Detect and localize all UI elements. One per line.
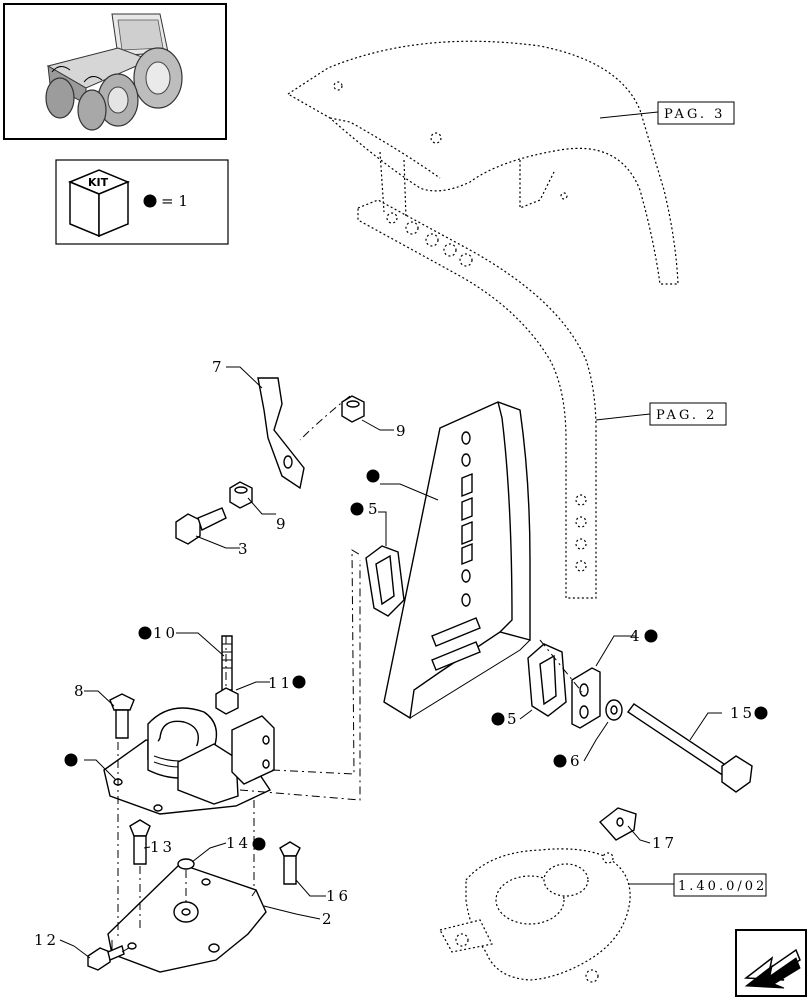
label-part-15[interactable]: 15 bbox=[730, 704, 755, 722]
reference-pag3[interactable]: PAG. 3 bbox=[599, 101, 735, 125]
part-7-plate bbox=[257, 377, 305, 490]
reference-pag3-label: PAG. 3 bbox=[664, 107, 725, 122]
bracket-ghost bbox=[357, 151, 597, 599]
part-9-nut-lower bbox=[229, 481, 253, 509]
part-9-nut-upper bbox=[341, 395, 365, 423]
part-15-long-bolt bbox=[626, 703, 753, 793]
part-8-bolt bbox=[109, 693, 135, 739]
kit-legend: KIT = 1 bbox=[55, 159, 229, 245]
part-5-clip-lower bbox=[527, 643, 567, 717]
label-part-5-lower[interactable]: 5 bbox=[507, 710, 517, 728]
leader-lines bbox=[59, 366, 722, 959]
part-5-clip-upper bbox=[365, 545, 405, 617]
tractor-thumbnail-icon bbox=[45, 13, 183, 131]
kit-cube-icon: KIT bbox=[68, 169, 130, 238]
label-part-10[interactable]: 10 bbox=[153, 624, 178, 642]
label-part-9-lower[interactable]: 9 bbox=[276, 515, 286, 533]
reference-pag2[interactable]: PAG. 2 bbox=[595, 402, 727, 426]
label-part-4[interactable]: 4 bbox=[630, 627, 640, 645]
kit-badge-text: KIT bbox=[88, 176, 109, 189]
part-12-fitting bbox=[87, 945, 125, 971]
part-14-washer bbox=[177, 858, 195, 870]
part-17-bracket bbox=[598, 807, 637, 841]
navigation-button[interactable] bbox=[735, 929, 807, 997]
label-part-6[interactable]: 6 bbox=[570, 752, 580, 770]
label-part-14[interactable]: 14 bbox=[226, 834, 251, 852]
part-labels: 7 9 9 3 5 10 11 8 4 15 5 6 13 14 17 16 2… bbox=[34, 358, 755, 949]
label-part-12[interactable]: 12 bbox=[34, 931, 59, 949]
filled-dot-icon bbox=[143, 194, 157, 208]
reference-group[interactable]: 1.40.0/02 bbox=[618, 873, 767, 897]
kit-markers bbox=[64, 469, 768, 851]
reference-group-label: 1.40.0/02 bbox=[678, 879, 767, 894]
label-part-2[interactable]: 2 bbox=[322, 910, 332, 928]
kit-legend-value: = 1 bbox=[161, 192, 188, 210]
reference-pag2-label: PAG. 2 bbox=[656, 408, 717, 423]
part-10-stud bbox=[221, 635, 233, 691]
label-part-5-upper[interactable]: 5 bbox=[368, 500, 378, 518]
knuckle-ghost bbox=[439, 848, 631, 983]
label-part-17[interactable]: 17 bbox=[652, 834, 677, 852]
fender-ghost bbox=[286, 40, 679, 285]
tractor-thumbnail bbox=[3, 3, 227, 140]
navigation-arrow-icon bbox=[743, 948, 801, 989]
label-part-11[interactable]: 11 bbox=[268, 674, 293, 692]
label-part-13[interactable]: 13 bbox=[150, 838, 175, 856]
main-bracket bbox=[383, 401, 531, 720]
part-16-bolt bbox=[279, 841, 301, 885]
label-part-9-upper[interactable]: 9 bbox=[396, 422, 406, 440]
coupler-assembly bbox=[103, 707, 275, 815]
part-2-plate bbox=[107, 863, 267, 973]
part-11-nut bbox=[215, 687, 239, 715]
part-4-plate bbox=[571, 667, 601, 729]
label-part-8[interactable]: 8 bbox=[74, 682, 84, 700]
label-part-3[interactable]: 3 bbox=[238, 540, 248, 558]
label-part-7[interactable]: 7 bbox=[212, 358, 222, 376]
label-part-16[interactable]: 16 bbox=[326, 887, 351, 905]
part-13-bolt bbox=[129, 819, 151, 865]
part-6-washer bbox=[605, 699, 623, 721]
part-3-bolt bbox=[175, 507, 227, 545]
